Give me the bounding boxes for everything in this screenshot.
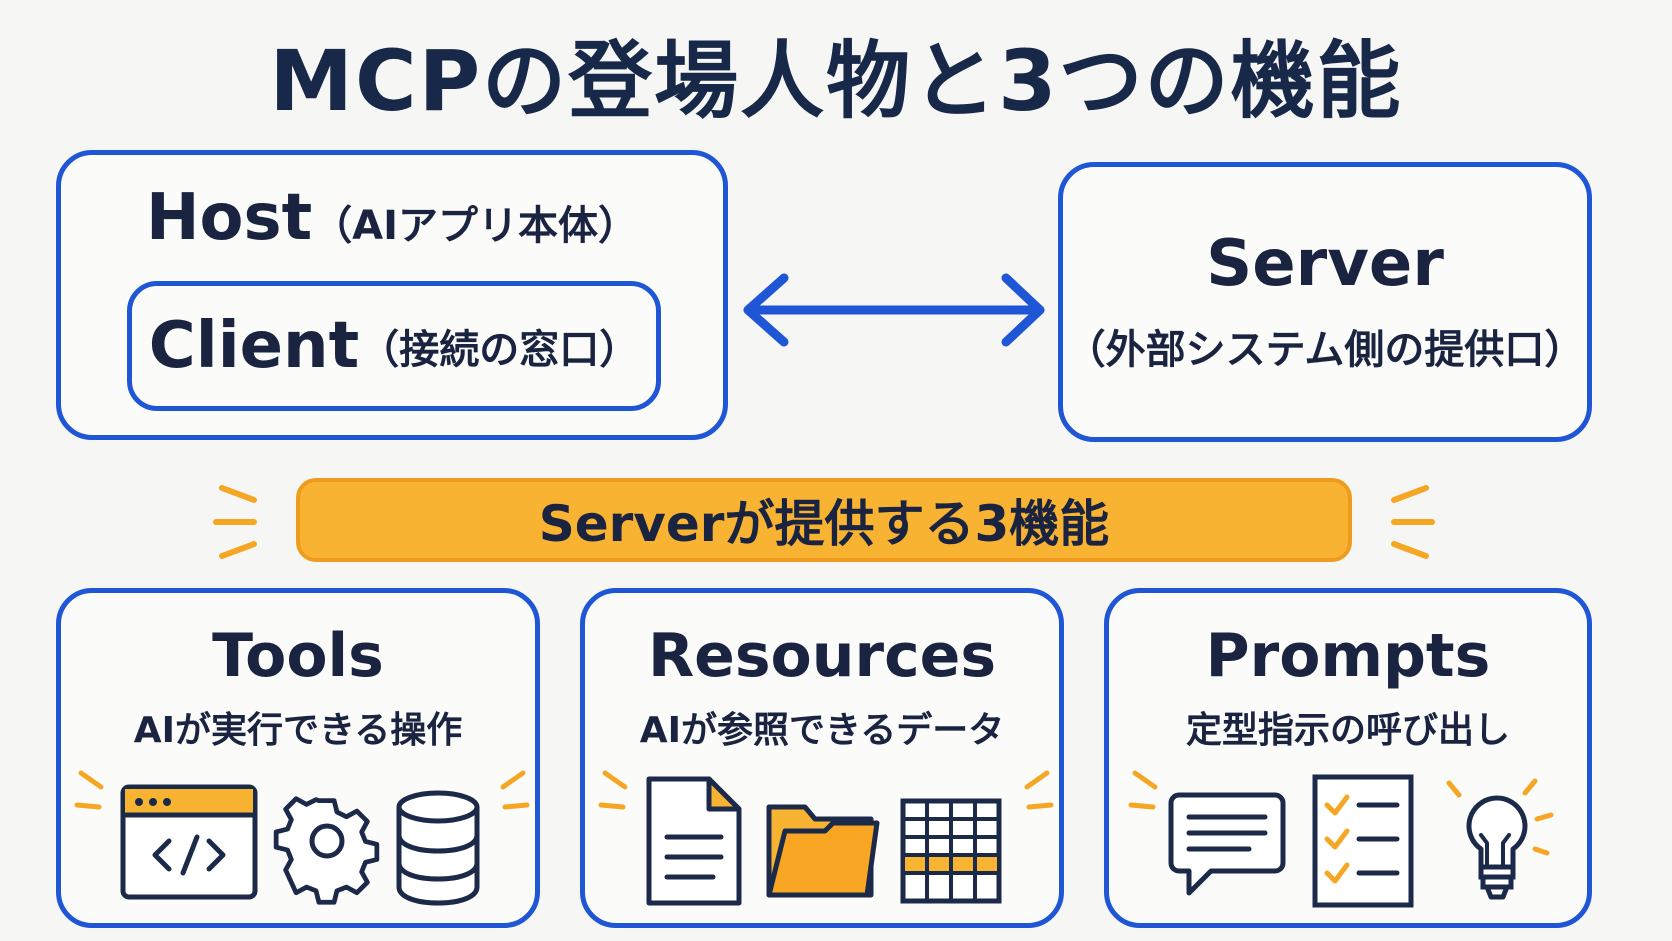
document-icon xyxy=(646,776,742,906)
prompts-card: Prompts 定型指示の呼び出し xyxy=(1104,588,1592,928)
host-label: Host（AIアプリ本体） xyxy=(61,181,723,255)
tools-title: Tools xyxy=(212,621,384,691)
resources-title: Resources xyxy=(647,621,997,691)
folder-icon xyxy=(766,804,880,898)
client-name: Client xyxy=(148,309,360,383)
client-box: Client（接続の窓口） xyxy=(127,281,661,411)
tools-card: Tools AIが実行できる操作 xyxy=(56,588,540,928)
page-title: MCPの登場人物と3つの機能 xyxy=(269,32,1403,130)
tools-desc: AIが実行できる操作 xyxy=(133,710,463,751)
prompts-desc: 定型指示の呼び出し xyxy=(1185,710,1510,751)
checklist-icon xyxy=(1312,774,1414,908)
host-name: Host xyxy=(145,181,313,255)
tools-sparkle-right-icon xyxy=(500,770,530,810)
resources-desc: AIが参照できるデータ xyxy=(639,710,1005,751)
prompts-title: Prompts xyxy=(1205,621,1491,691)
lightbulb-icon xyxy=(1446,778,1554,900)
right-sparkle-icon xyxy=(1391,485,1435,559)
server-name: Server xyxy=(1206,227,1444,301)
server-desc: （外部システム側の提供口） xyxy=(1065,327,1585,373)
table-icon xyxy=(900,798,1002,904)
features-banner: Serverが提供する3機能 xyxy=(296,478,1352,562)
server-box: Server （外部システム側の提供口） xyxy=(1058,162,1592,442)
speech-bubble-icon xyxy=(1168,792,1286,896)
bidirectional-arrow-icon xyxy=(743,273,1045,347)
database-icon xyxy=(396,790,480,906)
code-window-icon xyxy=(120,784,258,900)
resources-card: Resources AIが参照できるデータ xyxy=(580,588,1064,928)
host-desc: （AIアプリ本体） xyxy=(312,203,639,249)
tools-sparkle-left-icon xyxy=(74,770,104,810)
host-box: Host（AIアプリ本体） Client（接続の窓口） xyxy=(56,150,728,440)
gear-icon xyxy=(273,796,380,905)
resources-sparkle-right-icon xyxy=(1024,770,1054,810)
client-desc: （接続の窓口） xyxy=(359,327,640,373)
resources-sparkle-left-icon xyxy=(598,770,628,810)
left-sparkle-icon xyxy=(213,485,257,559)
prompts-sparkle-left-icon xyxy=(1128,770,1158,810)
